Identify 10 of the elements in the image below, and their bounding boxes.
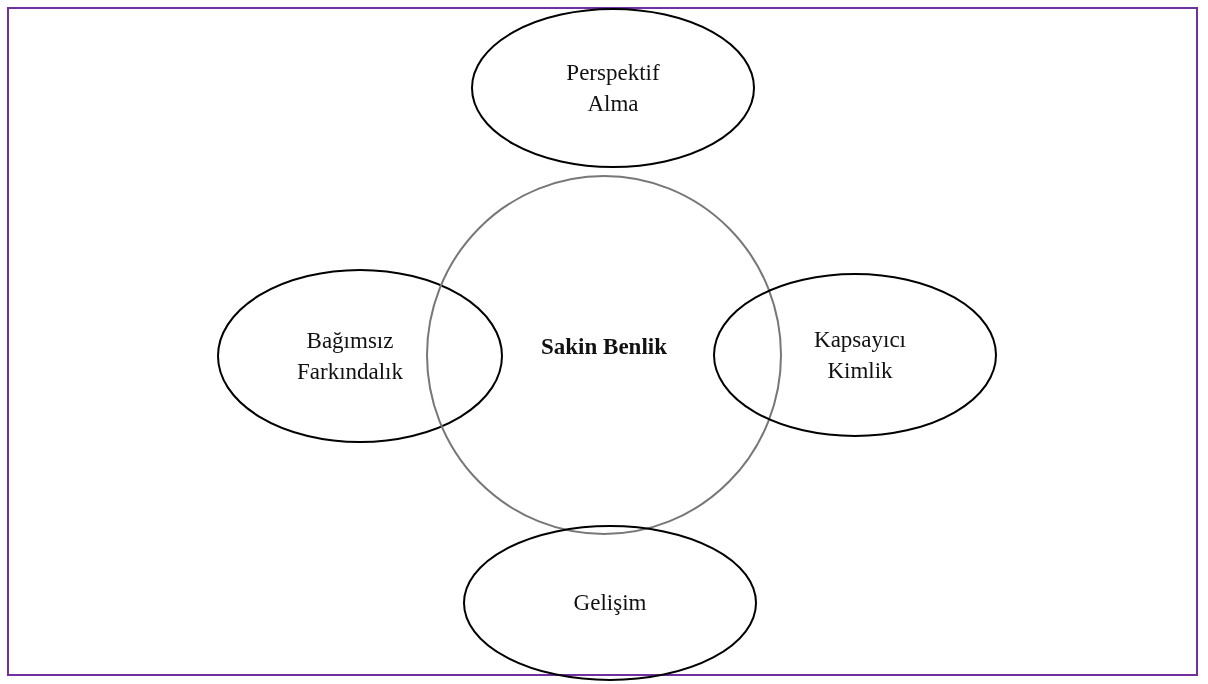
- node-label: Bağımsız Farkındalık: [295, 326, 404, 386]
- concept-ellipse: [463, 525, 757, 681]
- concept-ellipse: [471, 8, 755, 168]
- node-label: Kapsayıcı Kimlik: [813, 325, 907, 385]
- center-circle: [426, 175, 782, 535]
- concept-ellipse: [713, 273, 997, 437]
- node-label: Perspektif Alma: [565, 58, 661, 118]
- node-label: Sakin Benlik: [541, 333, 667, 362]
- concept-ellipse: [217, 269, 503, 443]
- node-label: Gelişim: [573, 589, 647, 618]
